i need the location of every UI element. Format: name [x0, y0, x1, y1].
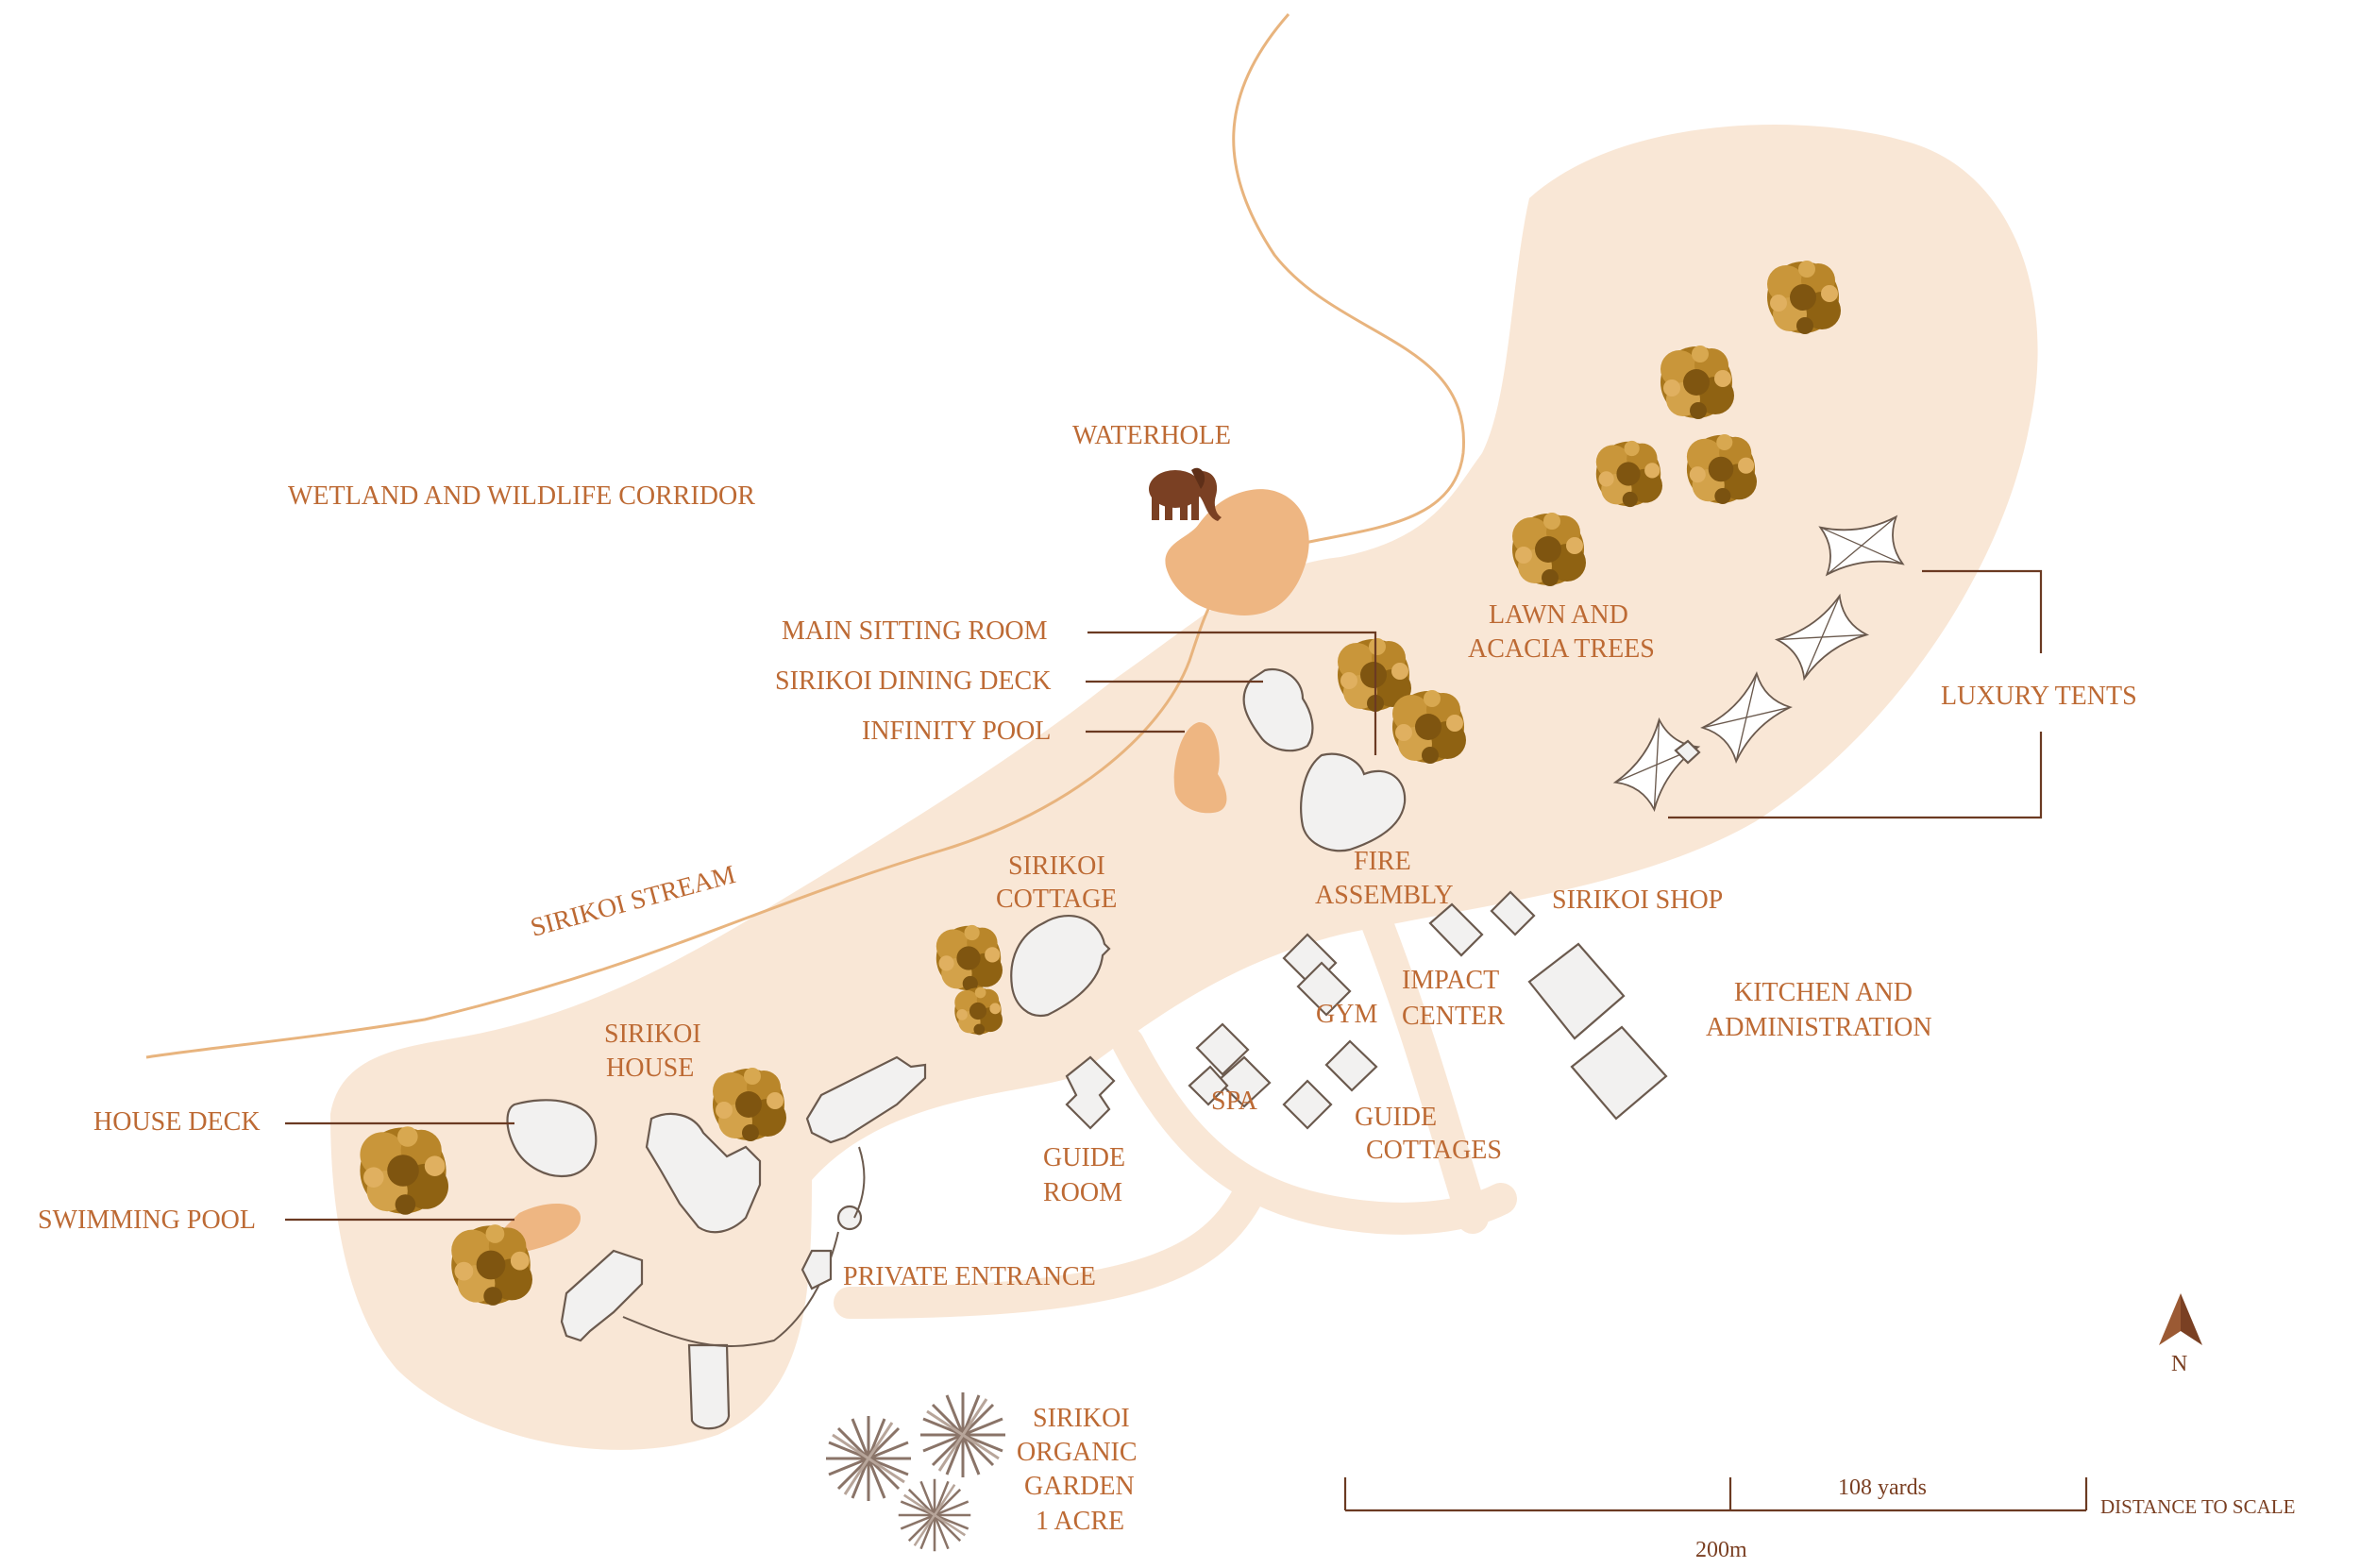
sirikoi-stream-line	[145, 13, 1465, 1059]
fire-assembly-label-line1: FIRE	[1354, 847, 1411, 876]
private-entrance-gate	[836, 1205, 863, 1231]
sirikoi-stream-label: SIRIKOI STREAM	[528, 860, 739, 943]
infinity-pool	[1173, 722, 1227, 814]
organic-garden-palm-icons	[824, 1391, 1007, 1553]
guide-room-label-line1: GUIDE	[1043, 1143, 1125, 1172]
access-road-2	[834, 1183, 1262, 1319]
lawn-label-line2: ACACIA TREES	[1468, 634, 1655, 664]
sirikoi-shop-label: SIRIKOI SHOP	[1552, 885, 1723, 915]
guide-room-building	[1065, 1055, 1116, 1130]
entrance-gatehouse	[801, 1249, 833, 1290]
kitchen-label-line1: KITCHEN AND	[1734, 978, 1913, 1007]
sirikoi-shop-building	[1490, 890, 1536, 936]
leader-lines	[285, 569, 2043, 1222]
infinity-pool-label: INFINITY POOL	[862, 717, 1051, 746]
north-label: N	[2171, 1352, 2187, 1376]
dining-deck-label: SIRIKOI DINING DECK	[775, 666, 1051, 696]
kitchen-administration-buildings	[1527, 942, 1668, 1121]
garden-label-line3: GARDEN	[1024, 1472, 1135, 1501]
cottage-label-line1: SIRIKOI	[1008, 851, 1105, 881]
luxury-tents-label: LUXURY TENTS	[1941, 682, 2137, 711]
wetland-label: WETLAND AND WILDLIFE CORRIDOR	[288, 481, 755, 511]
access-road-3	[1343, 862, 1489, 1234]
impact-center-building	[1428, 902, 1484, 957]
sirikoi-house-building	[645, 1112, 762, 1234]
elephant-icon	[1149, 467, 1222, 521]
sirikoi-house-label-line1: SIRIKOI	[604, 1020, 701, 1049]
waterhole-pond	[1165, 489, 1309, 615]
spa-label: SPA	[1211, 1087, 1258, 1116]
gym-label: GYM	[1316, 1000, 1377, 1029]
swimming-pool-label: SWIMMING POOL	[38, 1206, 256, 1235]
north-arrow-icon	[2159, 1293, 2202, 1345]
impact-center-label-line2: CENTER	[1402, 1002, 1505, 1031]
cottage-label-line2: COTTAGE	[996, 885, 1117, 914]
house-deck-building	[506, 1099, 598, 1178]
main-sitting-room-building	[1300, 752, 1407, 852]
residence-wing-b	[560, 1249, 644, 1342]
scale-yards-label: 108 yards	[1838, 1475, 1927, 1500]
sirikoi-house-label-line2: HOUSE	[606, 1054, 694, 1083]
guide-cottages-label-line1: GUIDE	[1355, 1103, 1437, 1132]
guide-room-label-line2: ROOM	[1043, 1178, 1122, 1207]
private-entrance-label: PRIVATE ENTRANCE	[843, 1262, 1096, 1291]
scale-bar	[1343, 1477, 2088, 1512]
dining-deck-building	[1242, 667, 1314, 752]
main-sitting-room-label: MAIN SITTING ROOM	[782, 616, 1048, 646]
scale-meters-label: 200m	[1695, 1538, 1747, 1562]
house-deck-label: HOUSE DECK	[93, 1107, 261, 1137]
garden-label-line4: 1 ACRE	[1036, 1507, 1124, 1536]
residence-wing-a	[805, 1055, 927, 1144]
fire-assembly-label-line2: ASSEMBLY	[1315, 881, 1454, 910]
sirikoi-cottage-building	[1010, 914, 1111, 1018]
scale-caption-label: DISTANCE TO SCALE	[2100, 1495, 2295, 1518]
gym-buildings	[1282, 933, 1352, 1017]
residence-wing-c	[687, 1343, 731, 1430]
guide-cottages-buildings	[1282, 1039, 1378, 1130]
lawn-label-line1: LAWN AND	[1489, 600, 1628, 630]
garden-label-line2: ORGANIC	[1017, 1438, 1138, 1467]
impact-center-label-line1: IMPACT	[1402, 966, 1499, 995]
luxury-tents-icons	[1614, 515, 1904, 811]
kitchen-label-line2: ADMINISTRATION	[1706, 1013, 1932, 1042]
spa-buildings	[1188, 1022, 1272, 1108]
garden-label-line1: SIRIKOI	[1033, 1404, 1130, 1433]
guide-cottages-label-line2: COTTAGES	[1366, 1136, 1502, 1165]
waterhole-label: WATERHOLE	[1072, 421, 1231, 450]
